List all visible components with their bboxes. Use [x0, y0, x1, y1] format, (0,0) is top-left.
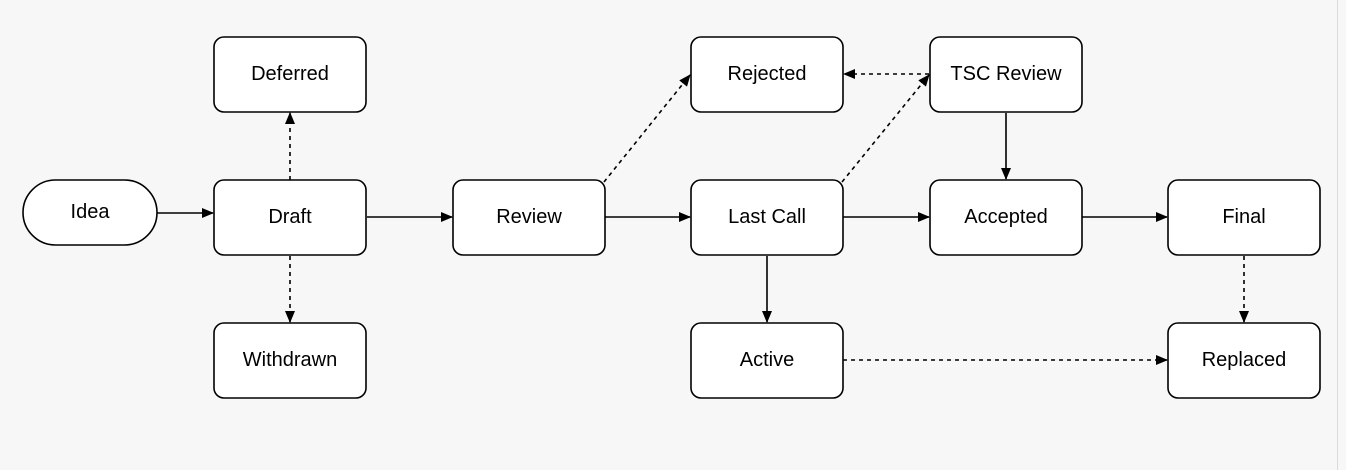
node-last-call-box — [690, 179, 844, 256]
node-accepted: Accepted — [929, 179, 1083, 256]
node-deferred-label: Deferred — [251, 63, 329, 85]
right-divider — [1337, 0, 1338, 470]
node-accepted-box — [929, 179, 1083, 256]
node-idea: Idea — [22, 179, 158, 246]
node-deferred: Deferred — [213, 36, 367, 113]
node-withdrawn-label: Withdrawn — [243, 349, 337, 371]
node-accepted-label: Accepted — [964, 206, 1047, 228]
node-rejected: Rejected — [690, 36, 844, 113]
node-idea-box — [22, 179, 158, 246]
node-rejected-box — [690, 36, 844, 113]
edge-last-call-to-tsc-review — [841, 74, 930, 183]
node-rejected-label: Rejected — [728, 63, 807, 85]
edges-layer — [157, 69, 1249, 365]
node-tsc-review: TSC Review — [929, 36, 1083, 113]
node-active: Active — [690, 322, 844, 399]
node-review: Review — [452, 179, 606, 256]
node-draft: Draft — [213, 179, 367, 256]
node-active-box — [690, 322, 844, 399]
node-tsc-review-label: TSC Review — [950, 63, 1062, 85]
edge-review-to-rejected — [603, 74, 691, 183]
node-review-label: Review — [496, 206, 562, 228]
node-replaced: Replaced — [1167, 322, 1321, 399]
node-draft-label: Draft — [268, 206, 312, 228]
node-review-box — [452, 179, 606, 256]
node-last-call-label: Last Call — [728, 206, 806, 228]
node-final: Final — [1167, 179, 1321, 256]
node-replaced-box — [1167, 322, 1321, 399]
node-draft-box — [213, 179, 367, 256]
node-deferred-box — [213, 36, 367, 113]
node-final-box — [1167, 179, 1321, 256]
node-active-label: Active — [740, 349, 794, 371]
node-final-label: Final — [1222, 206, 1265, 228]
node-withdrawn: Withdrawn — [213, 322, 367, 399]
node-tsc-review-box — [929, 36, 1083, 113]
node-withdrawn-box — [213, 322, 367, 399]
node-idea-label: Idea — [71, 201, 111, 223]
node-replaced-label: Replaced — [1202, 349, 1287, 371]
node-last-call: Last Call — [690, 179, 844, 256]
